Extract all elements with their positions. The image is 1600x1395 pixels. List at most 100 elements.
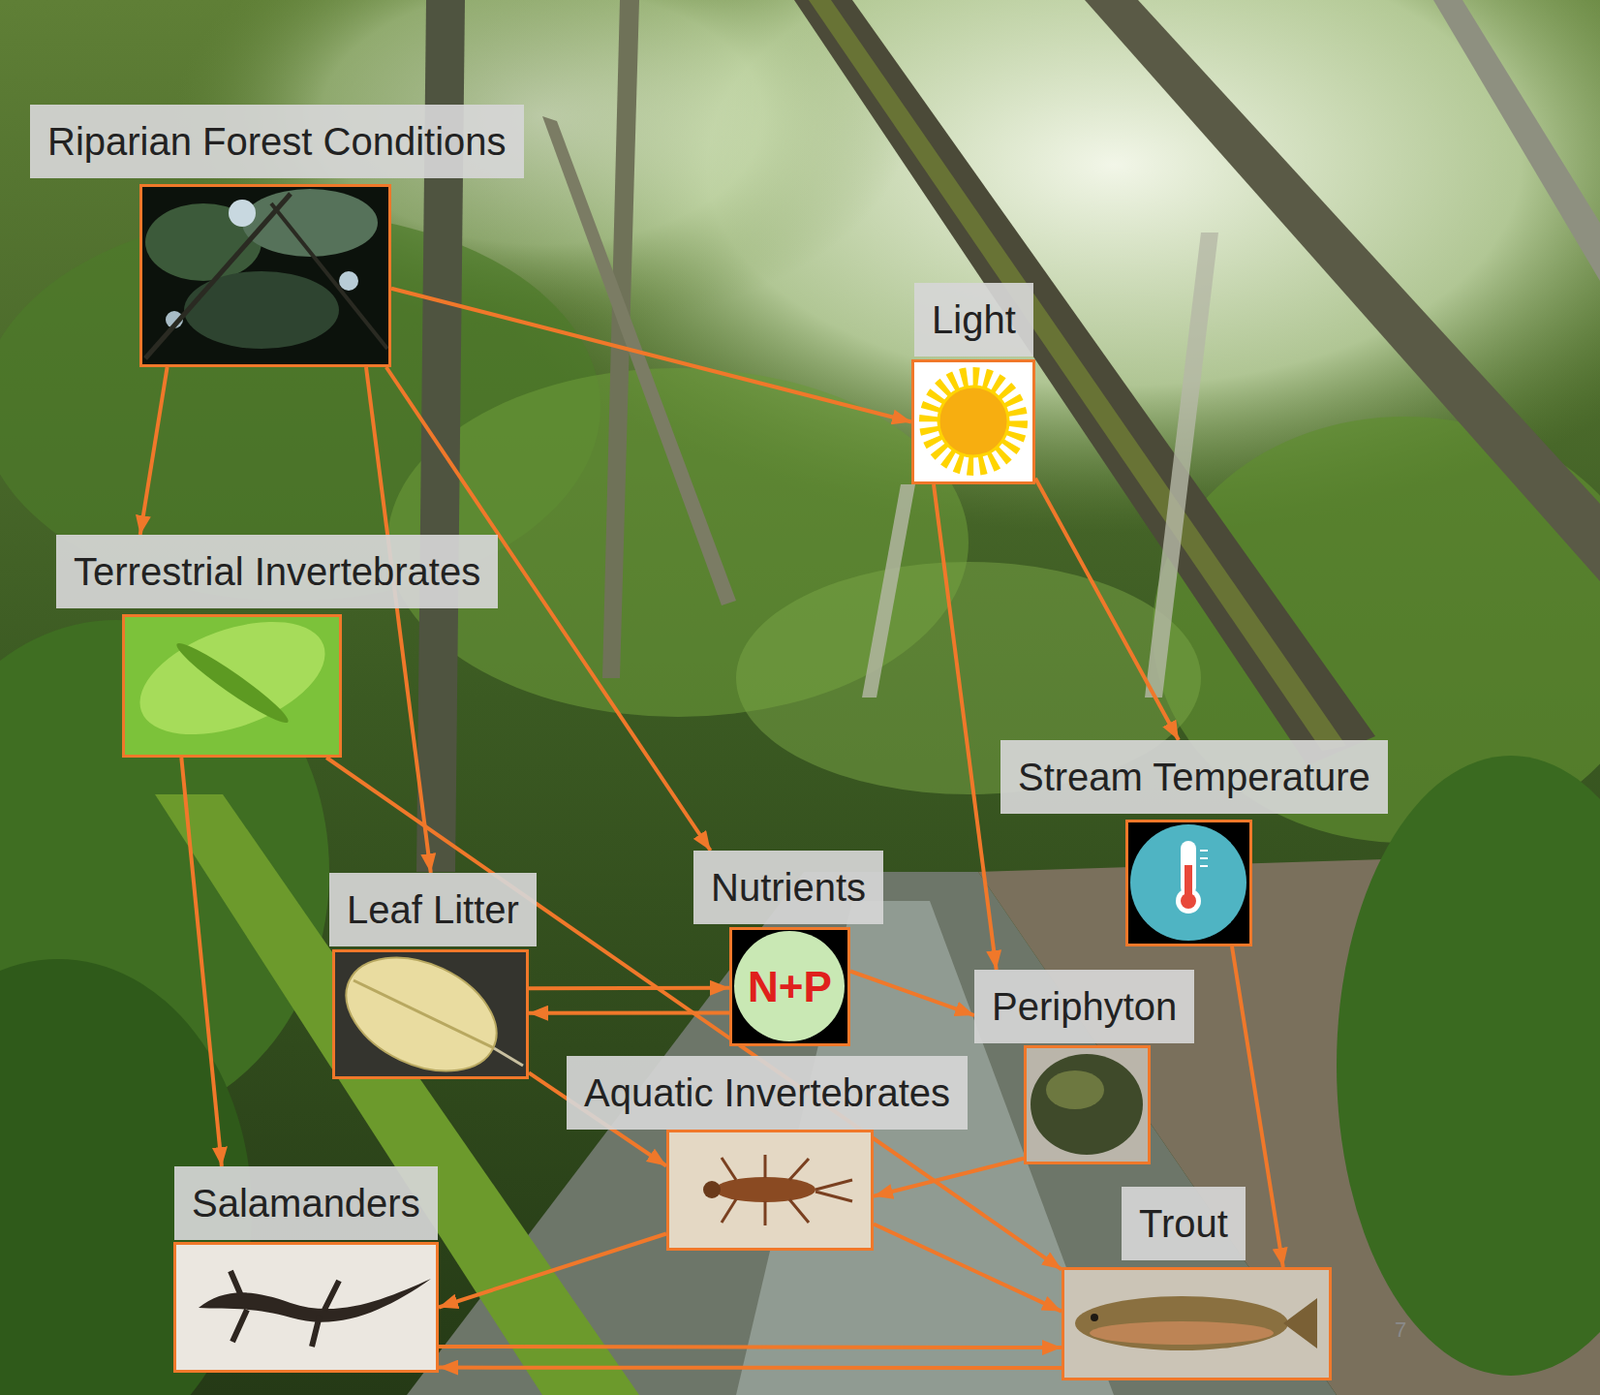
concept-node: Riparian Forest Conditions bbox=[30, 104, 524, 368]
flow-arrow bbox=[933, 484, 997, 970]
flow-arrow bbox=[391, 288, 912, 423]
flow-arrow bbox=[438, 1365, 1062, 1371]
salamander-body bbox=[198, 1278, 431, 1323]
icon-bg bbox=[1023, 1045, 1151, 1165]
branch bbox=[145, 193, 291, 359]
flow-arrow bbox=[438, 1346, 1062, 1348]
leaf-vein bbox=[353, 980, 494, 1048]
concept-node: Aquatic Invertebrates bbox=[566, 1055, 968, 1251]
concept-node: Light bbox=[911, 282, 1036, 485]
flow-arrow bbox=[528, 985, 730, 991]
icon-frame bbox=[1061, 1266, 1332, 1381]
icon-frame bbox=[139, 184, 392, 368]
node-heading: Trout bbox=[1121, 1186, 1246, 1261]
icon-circle bbox=[734, 930, 845, 1042]
flow-arrow bbox=[181, 757, 222, 1167]
branch bbox=[542, 116, 737, 606]
icon-frame bbox=[332, 949, 529, 1079]
salamander-photo bbox=[173, 1241, 439, 1373]
tick bbox=[1200, 864, 1208, 867]
leaf bbox=[328, 934, 516, 1094]
salamander-legs bbox=[230, 1270, 339, 1347]
canopy-photo bbox=[139, 184, 392, 368]
tree-trunk bbox=[861, 484, 916, 698]
periphyton-photo bbox=[1023, 1045, 1151, 1165]
icon-frame bbox=[911, 359, 1036, 485]
tick bbox=[1200, 857, 1208, 860]
concept-node: Leaf Litter bbox=[329, 872, 537, 1079]
tree-trunk bbox=[794, 0, 1376, 766]
insect-legs bbox=[721, 1154, 853, 1226]
flow-arrow bbox=[438, 1233, 667, 1308]
trout-photo bbox=[1061, 1266, 1332, 1381]
node-heading: Periphyton bbox=[974, 969, 1195, 1044]
tree-trunk bbox=[1433, 0, 1600, 281]
icon-bg bbox=[173, 1241, 439, 1373]
tree-trunks bbox=[416, 0, 1600, 872]
concept-node: Stream Temperature bbox=[1000, 739, 1388, 947]
node-heading: Light bbox=[914, 282, 1034, 357]
insect-head bbox=[703, 1180, 721, 1199]
icon-bg bbox=[666, 1129, 874, 1251]
mercury-bulb bbox=[1180, 892, 1197, 909]
tree-trunk bbox=[1144, 232, 1219, 698]
node-heading: Terrestrial Invertebrates bbox=[56, 534, 498, 609]
flow-arrow bbox=[366, 367, 431, 873]
node-heading: Riparian Forest Conditions bbox=[30, 104, 524, 179]
node-heading: Nutrients bbox=[693, 850, 884, 924]
icon-bg bbox=[911, 359, 1036, 485]
flow-arrow bbox=[386, 367, 711, 851]
fish-body bbox=[1075, 1295, 1289, 1351]
moss bbox=[808, 0, 1347, 751]
fish-tail bbox=[1283, 1297, 1318, 1349]
canopy-leaves bbox=[184, 271, 339, 349]
icon-frame bbox=[666, 1129, 874, 1251]
node-heading: Stream Temperature bbox=[1000, 739, 1388, 814]
icon-frame bbox=[1023, 1045, 1151, 1165]
branch bbox=[271, 203, 388, 349]
algae bbox=[1046, 1070, 1105, 1109]
leaf-photo bbox=[328, 934, 529, 1094]
flow-arrow bbox=[1035, 478, 1179, 740]
concept-node: Trout bbox=[1061, 1186, 1332, 1381]
mayfly-photo bbox=[666, 1129, 874, 1251]
fern bbox=[1336, 755, 1600, 1376]
rock bbox=[1030, 1053, 1143, 1155]
concept-node: Terrestrial Invertebrates bbox=[56, 534, 499, 758]
icon-circle bbox=[1130, 824, 1247, 941]
concept-node: Salamanders bbox=[173, 1166, 439, 1373]
caterpillar bbox=[171, 636, 294, 731]
flow-arrow bbox=[528, 1011, 730, 1016]
icon-text: N+P bbox=[747, 965, 832, 1009]
node-heading: Aquatic Invertebrates bbox=[566, 1055, 968, 1130]
page-number: 7 bbox=[1394, 1317, 1407, 1343]
sun-rays bbox=[928, 376, 1018, 466]
leaf-stem bbox=[493, 1047, 524, 1066]
insect-body bbox=[714, 1176, 816, 1202]
nutrient-icon bbox=[729, 926, 851, 1047]
thermometer-icon bbox=[1125, 819, 1253, 947]
tick bbox=[1200, 849, 1208, 852]
icon-frame bbox=[173, 1241, 439, 1373]
sky-gap bbox=[338, 271, 359, 291]
icon-bg bbox=[1061, 1266, 1332, 1381]
sun-disc bbox=[938, 386, 1009, 457]
canopy-bg bbox=[139, 184, 392, 368]
icon-bg bbox=[1125, 819, 1253, 947]
fish-eye bbox=[1090, 1313, 1099, 1322]
icon-frame bbox=[122, 614, 342, 758]
sun-icon bbox=[911, 359, 1036, 485]
leaf-insect-photo bbox=[122, 599, 342, 758]
flow-arrow bbox=[850, 971, 975, 1016]
sky-gap bbox=[228, 199, 256, 227]
fish-belly bbox=[1089, 1321, 1274, 1345]
icon-bg bbox=[729, 926, 851, 1047]
flow-arrow bbox=[873, 1224, 1062, 1312]
icon-frame bbox=[1125, 819, 1253, 947]
tree-trunk bbox=[1084, 0, 1600, 582]
node-heading: Salamanders bbox=[174, 1166, 438, 1240]
icon-frame: N+P bbox=[729, 926, 851, 1047]
node-heading: Leaf Litter bbox=[329, 872, 537, 947]
concept-node: Periphyton bbox=[974, 969, 1196, 1165]
